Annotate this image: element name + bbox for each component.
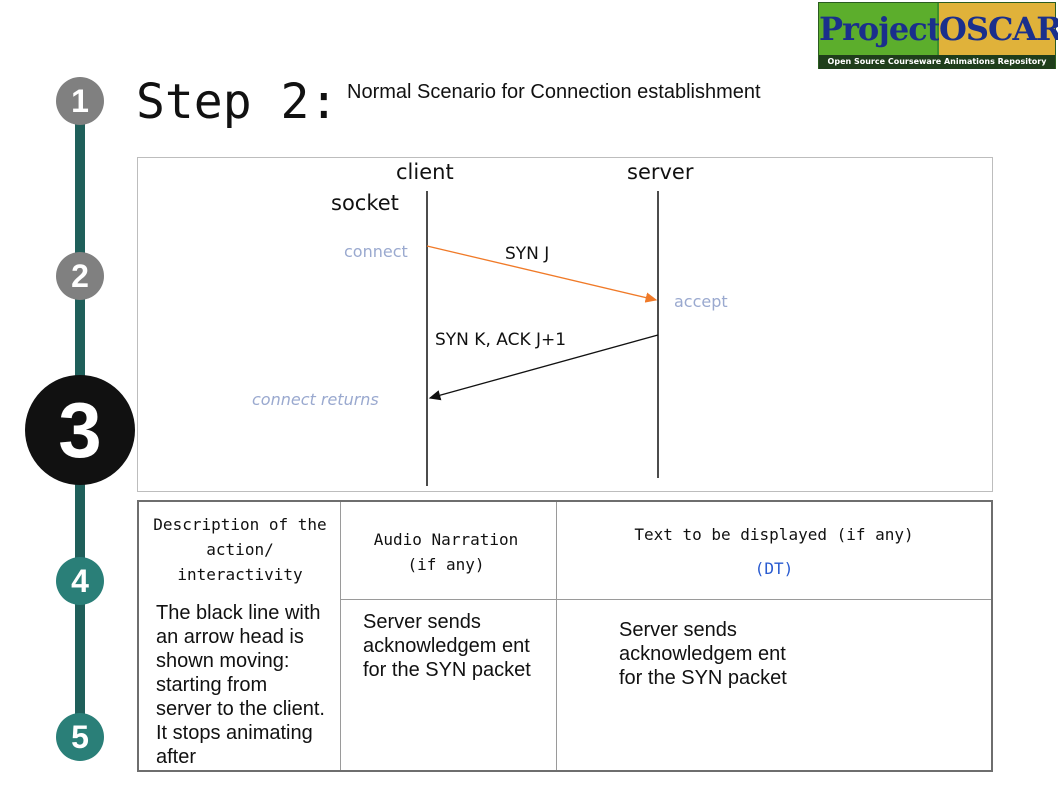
step-4-circle[interactable]: 4 [56, 557, 104, 605]
table-divider [340, 502, 341, 770]
step-1-circle[interactable]: 1 [56, 77, 104, 125]
sequence-diagram: client server socket connect SYN J accep… [137, 157, 993, 492]
header-description: Description of the action/ interactivity [153, 515, 327, 584]
table-divider [340, 599, 991, 600]
project-oscar-logo: Project OSCAR Open Source Courseware Ani… [818, 2, 1058, 69]
syn-j-arrow [426, 245, 658, 303]
step-3-circle-current[interactable]: 3 [25, 375, 135, 485]
header-audio: Audio Narration (if any) [373, 530, 519, 574]
header-dt: (DT) [754, 559, 794, 578]
logo-word-project: Project [819, 3, 941, 55]
logo-word-oscar: OSCAR [939, 3, 1058, 55]
page-title: Step 2: [136, 74, 339, 130]
header-text-display: Text to be displayed (if any) [634, 525, 914, 544]
step-5-circle[interactable]: 5 [56, 713, 104, 761]
syn-ack-arrow [428, 334, 659, 401]
logo-tagline: Open Source Courseware Animations Reposi… [819, 55, 1055, 69]
step-2-circle[interactable]: 2 [56, 252, 104, 300]
syn-ack-label: SYN K, ACK J+1 [435, 330, 567, 350]
table-divider [556, 502, 557, 770]
server-label: server [627, 160, 694, 184]
cell-audio: Server sends acknowledgem ent for the SY… [363, 611, 531, 681]
connect-call-label: connect [344, 242, 408, 261]
sequence-diagram-canvas [426, 191, 659, 486]
storyboard-table: Description of the action/ interactivity… [137, 500, 993, 772]
cell-text-display: Server sends acknowledgem ent for the SY… [619, 619, 787, 689]
page-subtitle: Normal Scenario for Connection establish… [347, 81, 761, 103]
syn-j-label: SYN J [505, 244, 550, 264]
socket-label: socket [331, 191, 399, 215]
connect-returns-label: connect returns [252, 390, 379, 409]
client-label: client [396, 160, 454, 184]
cell-description: The black line with an arrow head is sho… [156, 602, 325, 768]
accept-call-label: accept [674, 292, 728, 311]
